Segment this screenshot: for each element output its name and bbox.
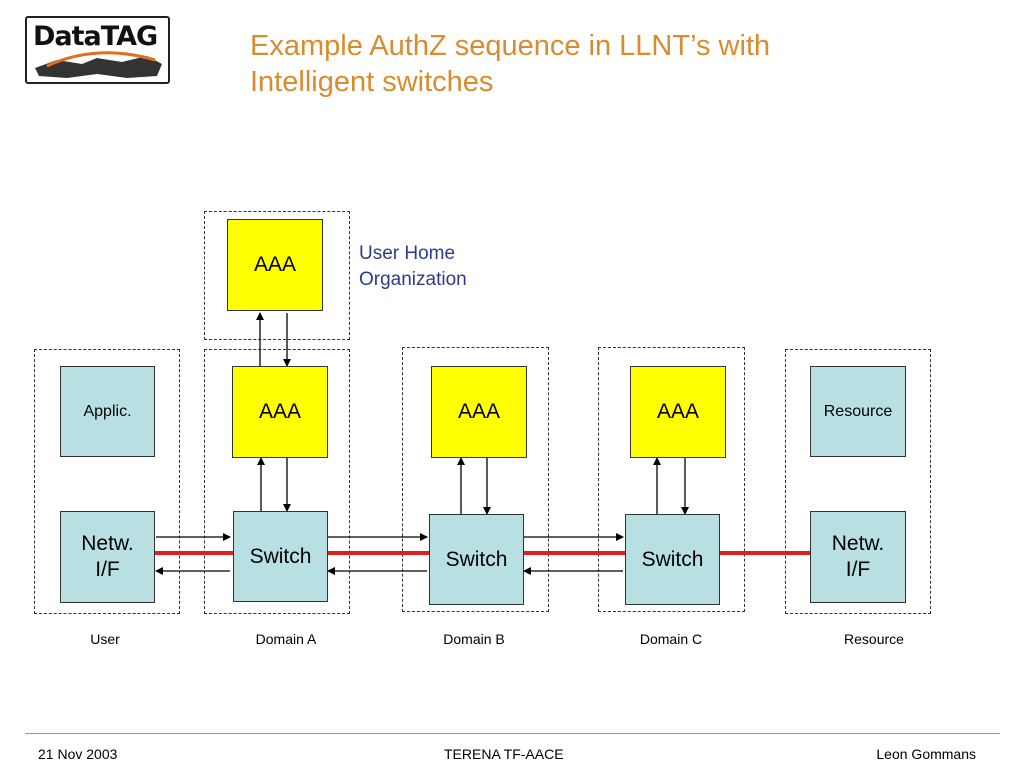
user-home-line-2: Organization <box>359 269 467 290</box>
aaa-domain-c-box: AAA <box>630 366 726 458</box>
footer-author: Leon Gommans <box>876 746 976 762</box>
applic-box: Applic. <box>60 366 155 457</box>
datatag-logo: DataTAG <box>25 16 170 84</box>
switch-a-box: Switch <box>233 511 328 602</box>
footer-date: 21 Nov 2003 <box>38 746 118 762</box>
switch-b-label: Switch <box>445 547 508 571</box>
switch-a-label: Switch <box>249 544 312 568</box>
user-home-organization-label: User Home Organization <box>359 241 467 293</box>
switch-b-box: Switch <box>429 514 524 605</box>
switch-c-label: Switch <box>641 547 704 571</box>
footer-divider <box>25 733 1000 734</box>
netw-user-line-1: Netw. <box>81 532 134 555</box>
domain-label-a: Domain A <box>255 631 317 647</box>
aaa-c-label: AAA <box>656 400 700 423</box>
netw-user-line-2: I/F <box>95 558 120 581</box>
resource-box: Resource <box>810 366 906 457</box>
netw-res-line-1: Netw. <box>831 532 885 555</box>
domain-a-container <box>204 349 350 614</box>
netw-res-line-2: I/F <box>845 558 871 581</box>
aaa-domain-b-box: AAA <box>431 366 527 458</box>
netw-if-user-box: Netw. I/F <box>60 511 155 603</box>
aaa-domain-a-box: AAA <box>232 366 328 458</box>
aaa-home-box: AAA <box>227 219 323 311</box>
title-line-1: Example AuthZ sequence in LLNT’s with <box>250 30 771 62</box>
applic-label: Applic. <box>83 402 132 420</box>
user-domain-container <box>34 349 180 614</box>
domain-label-c: Domain C <box>639 631 703 647</box>
domain-label-user: User <box>90 631 120 647</box>
domain-label-b: Domain B <box>443 631 505 647</box>
netw-if-resource-box: Netw. I/F <box>810 511 906 603</box>
world-map-icon <box>35 51 162 78</box>
slide-title: Example AuthZ sequence in LLNT’s with In… <box>250 28 950 100</box>
resource-domain-container <box>785 349 931 614</box>
aaa-b-label: AAA <box>457 400 501 423</box>
aaa-a-label: AAA <box>258 400 302 423</box>
aaa-home-label: AAA <box>253 253 297 276</box>
domain-b-container <box>402 347 549 612</box>
resource-label: Resource <box>823 402 893 420</box>
home-domain-container <box>204 211 350 340</box>
domain-c-container <box>598 347 745 612</box>
logo-text: DataTAG <box>33 21 158 52</box>
switch-c-box: Switch <box>625 514 720 605</box>
footer-event: TERENA TF-AACE <box>444 746 564 762</box>
domain-label-resource: Resource <box>844 631 904 647</box>
title-line-2: Intelligent switches <box>250 66 494 98</box>
user-home-line-1: User Home <box>359 243 456 264</box>
